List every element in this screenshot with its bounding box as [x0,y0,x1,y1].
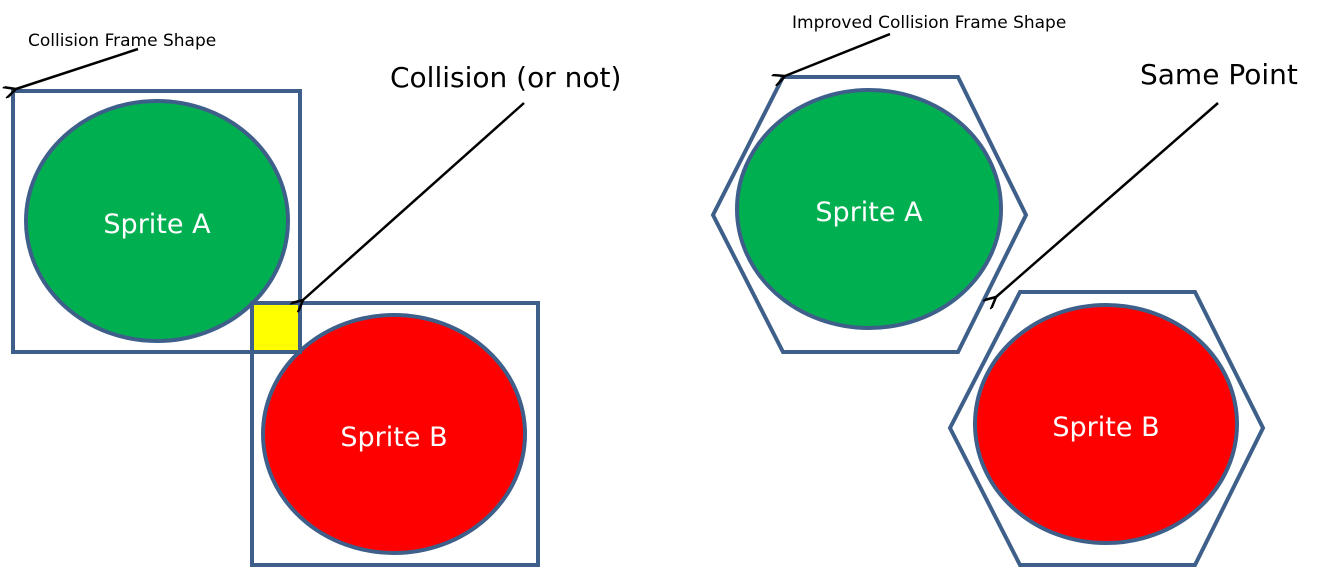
improved-frame-label: Improved Collision Frame Shape [792,13,1066,33]
collision-overlap-border [250,301,302,354]
sprite-a-shape-improved [735,88,1003,330]
same-point-arrow [996,102,1219,297]
collision-frame-b [250,301,540,567]
right-panel: Sprite A Sprite B Improved Collision Fra… [710,13,1298,567]
left-panel: Sprite A Sprite B Collision Frame Shape … [11,31,621,567]
collision-overlap-highlight [254,305,298,350]
hexagon-frame-b [947,290,1266,567]
sprite-a-label: Sprite A [103,209,211,240]
improved-frame-arrow [785,32,891,76]
sprite-b-shape [261,313,527,555]
collision-frame-a [11,89,302,354]
same-point-label: Same Point [1140,58,1298,91]
sprite-b-label: Sprite B [340,422,447,453]
sprite-b-label-improved: Sprite B [1052,412,1159,443]
sprite-b-shape-improved [973,303,1239,545]
frame-shape-label: Collision Frame Shape [28,31,216,51]
frame-shape-arrow [16,47,139,89]
sprite-a-label-improved: Sprite A [815,197,923,228]
hexagon-frame-a [710,75,1029,354]
collision-arrow [303,102,525,300]
collision-label: Collision (or not) [390,61,621,94]
sprite-a-shape [24,99,290,343]
